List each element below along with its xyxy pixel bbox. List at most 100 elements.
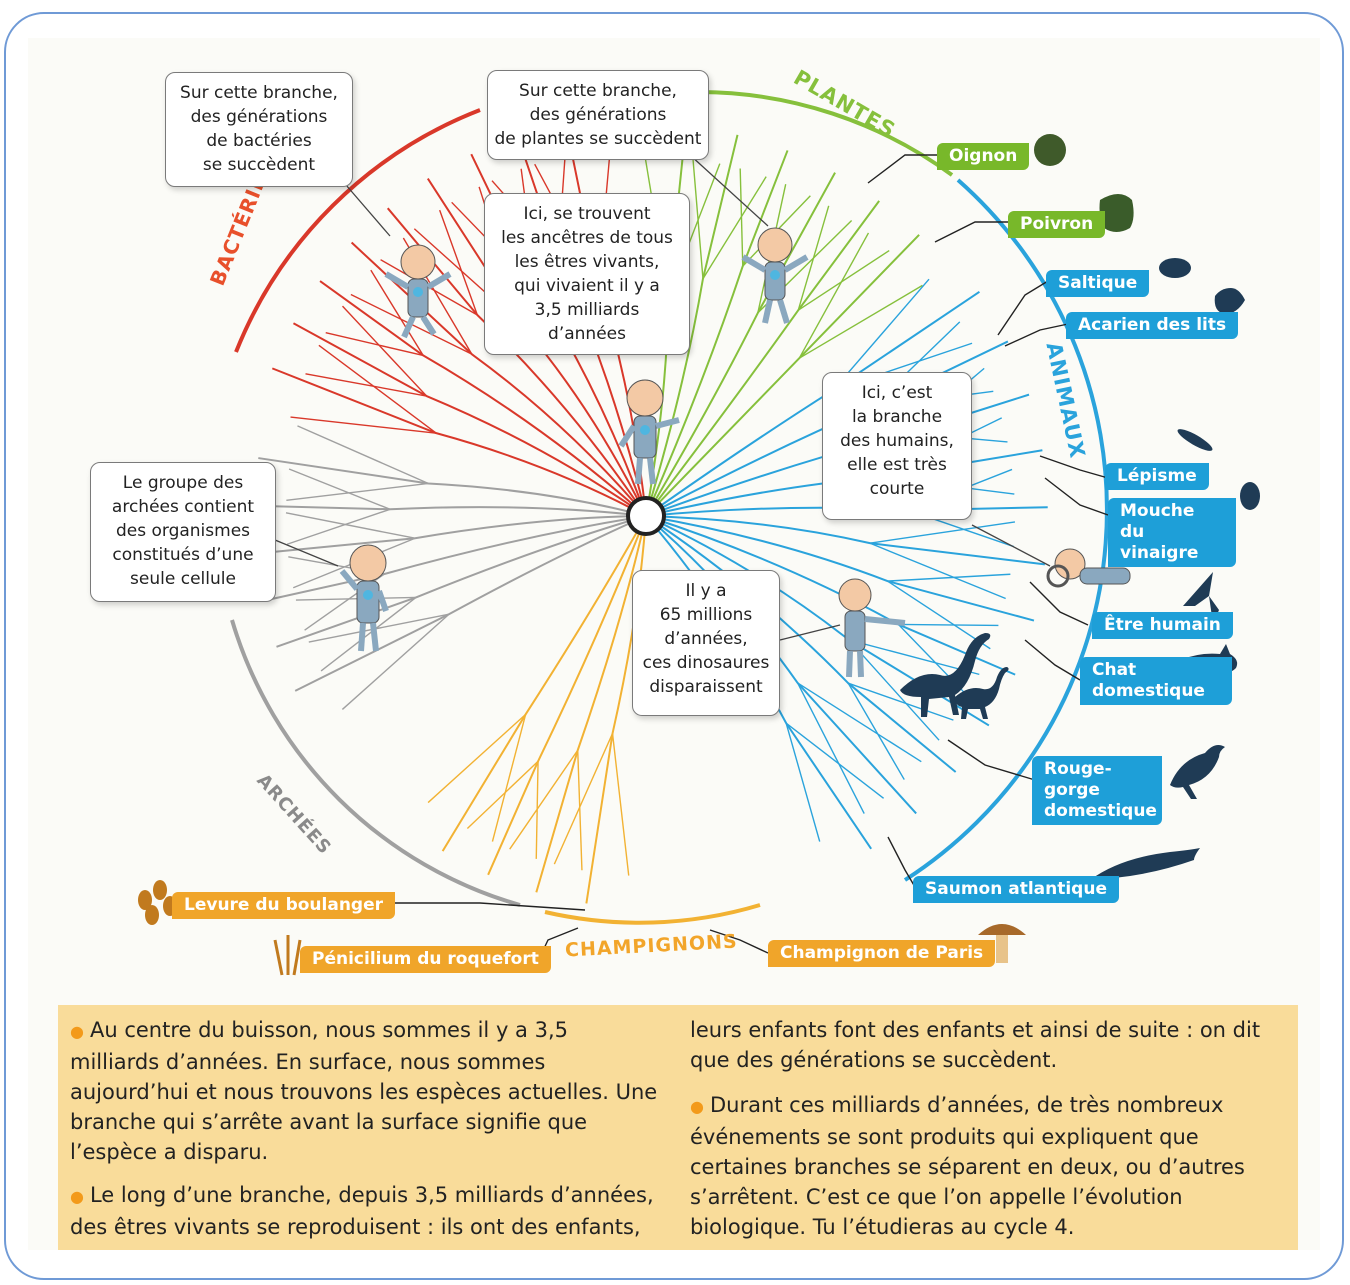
fly-silhouette xyxy=(1240,482,1260,510)
tree-twig xyxy=(295,596,417,601)
paragraph-3: leurs enfants font des enfants et ainsi … xyxy=(690,1015,1282,1075)
paragraph-4: ●Durant ces milliards d’années, de très … xyxy=(690,1090,1282,1242)
archaea-arc xyxy=(230,619,521,907)
tree-twig xyxy=(297,425,429,485)
tree-branch xyxy=(254,504,647,517)
species-mouche: Mouche du vinaigre xyxy=(1108,498,1236,567)
character-dinosaurs xyxy=(838,578,906,678)
tree-twig xyxy=(370,269,424,356)
tree-twig xyxy=(491,714,527,842)
tree-twig xyxy=(832,278,930,391)
tree-twig xyxy=(785,722,821,842)
paragraph-2-text: Le long d’une branche, depuis 3,5 millia… xyxy=(70,1183,654,1239)
callout-bacteries: Sur cette branche, des générations de ba… xyxy=(165,72,353,187)
tree-twig xyxy=(577,750,583,871)
tree-branch xyxy=(271,367,647,517)
tree-twig xyxy=(702,176,767,280)
species-champignon-paris: Champignon de Paris xyxy=(768,940,996,967)
tree-branch xyxy=(645,172,836,517)
species-rougegorge: Rouge-gorge domestique xyxy=(1032,756,1162,825)
tree-twig xyxy=(692,159,704,279)
callout-plantes: Sur cette branche, des générations de pl… xyxy=(487,70,709,160)
tree-twig xyxy=(341,305,428,397)
tree-twig xyxy=(290,416,437,434)
tree-twig xyxy=(798,232,870,359)
tree-branch xyxy=(645,515,1046,566)
paragraph-2: ●Le long d’une branche, depuis 3,5 milli… xyxy=(70,1180,660,1242)
animals-arc xyxy=(903,178,1109,882)
explanation-box xyxy=(58,1005,1298,1250)
callout-archees: Le groupe des archées contient des organ… xyxy=(90,462,276,602)
silverfish-silhouette xyxy=(1177,429,1213,451)
tree-twig xyxy=(535,761,539,859)
species-lepisme: Lépisme xyxy=(1105,463,1209,490)
runner-silhouette xyxy=(1183,546,1223,624)
page-frame xyxy=(4,12,1344,1280)
tree-branch xyxy=(645,134,739,517)
character-humans xyxy=(1046,548,1131,588)
species-oignon: Oignon xyxy=(937,143,1030,170)
tree-twig xyxy=(848,639,940,741)
penicillium-silhouette xyxy=(273,935,302,976)
paragraph-1-text: Au centre du buisson, nous sommes il y a… xyxy=(70,1018,658,1164)
tree-branch xyxy=(487,515,647,876)
mushroom-silhouette xyxy=(978,924,1026,963)
tree-twig xyxy=(288,468,391,510)
bacteria-arc xyxy=(234,108,481,353)
tree-twig xyxy=(325,332,424,357)
tree-twig xyxy=(341,613,450,710)
tree-twig xyxy=(285,512,416,539)
tree-twig xyxy=(887,573,1011,582)
tree-branch xyxy=(645,150,789,517)
species-levure: Levure du boulanger xyxy=(172,892,396,919)
tree-branch xyxy=(645,290,980,517)
tree-twig xyxy=(308,613,450,643)
insect-silhouette xyxy=(1214,288,1245,314)
tree-branch xyxy=(535,515,647,893)
salmon-silhouette xyxy=(1088,848,1200,888)
bullet-icon: ● xyxy=(690,1097,704,1116)
paragraph-3-text: leurs enfants font des enfants et ainsi … xyxy=(690,1018,1261,1072)
species-saumon: Saumon atlantique xyxy=(913,876,1119,903)
tree-twig xyxy=(785,722,885,799)
species-chat: Chat domestique xyxy=(1080,657,1232,705)
character-archaea xyxy=(339,544,389,652)
tree-branch xyxy=(276,515,647,648)
tree-branch xyxy=(350,241,647,517)
character-bacteria xyxy=(384,244,452,339)
character-ancestors xyxy=(618,379,680,485)
tree-branch xyxy=(645,234,920,517)
tree-twig xyxy=(286,482,429,501)
tree-twig xyxy=(320,596,417,672)
tree-twig xyxy=(797,682,922,763)
tree-twig xyxy=(798,284,923,359)
tree-twig xyxy=(427,713,527,804)
bird-silhouette xyxy=(1170,745,1225,799)
tree-twig xyxy=(286,508,391,545)
character-plants xyxy=(741,227,809,324)
plants-arc xyxy=(699,90,954,177)
tree-twig xyxy=(739,168,744,267)
tree-branch xyxy=(292,322,647,517)
tree-twig xyxy=(466,760,539,830)
root-node xyxy=(626,496,666,536)
species-humain: Être humain xyxy=(1092,612,1233,639)
bullet-icon: ● xyxy=(70,1187,84,1206)
species-poivron: Poivron xyxy=(1008,211,1106,238)
callout-humains: Ici, c’est la branche des humains, elle … xyxy=(822,372,972,520)
tree-twig xyxy=(847,682,954,721)
tree-branch xyxy=(255,515,647,555)
callout-ancetres: Ici, se trouvent les ancêtres de tous le… xyxy=(484,193,690,355)
tree-twig xyxy=(796,682,865,814)
paragraph-4-text: Durant ces milliards d’années, de très n… xyxy=(690,1093,1245,1239)
tree-branch xyxy=(645,515,1016,676)
tree-branch xyxy=(294,515,647,692)
tree-branch xyxy=(645,200,880,517)
tree-twig xyxy=(611,733,630,876)
tree-twig xyxy=(553,733,614,865)
tree-twig xyxy=(887,580,991,650)
tree-branch xyxy=(263,515,647,602)
fungi-arc xyxy=(544,903,761,925)
callout-dinosaures: Il y a 65 millions d’années, ces dinosau… xyxy=(632,570,780,716)
tree-twig xyxy=(797,249,890,311)
